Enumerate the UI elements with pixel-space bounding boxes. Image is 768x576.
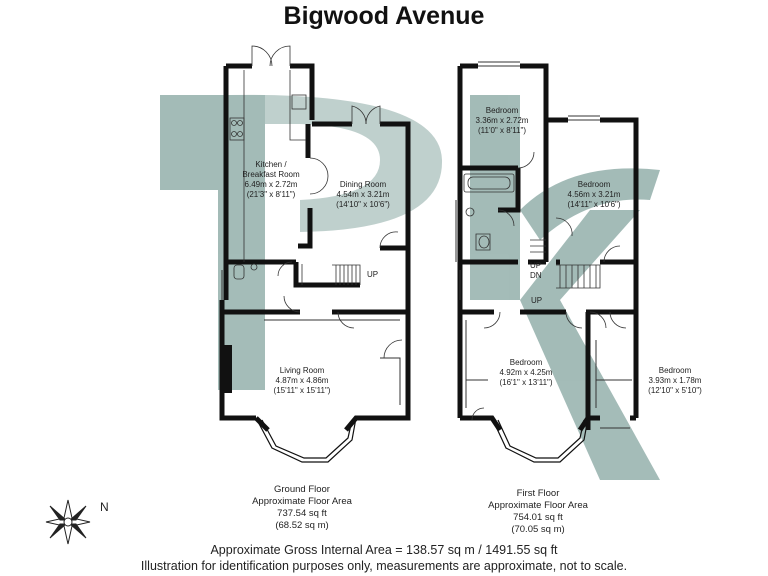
floor-area-label: Approximate Floor Area <box>488 500 588 511</box>
compass-rose-icon <box>45 499 91 545</box>
room-name: Kitchen / <box>255 160 287 169</box>
room-dim-m: 4.87m x 4.86m <box>275 376 329 385</box>
ground-bay-window <box>255 417 357 463</box>
room-dim-ft: (12'10" x 5'10") <box>648 386 702 395</box>
room-dim-m: 6.49m x 2.72m <box>244 180 298 189</box>
room-bedroom-1: Bedroom 3.36m x 2.72m (11'0" x 8'11") <box>464 106 540 136</box>
room-dim-ft: (15'11" x 15'11") <box>273 386 331 395</box>
floor-name: Ground Floor <box>274 484 330 495</box>
page-title: Bigwood Avenue <box>283 2 485 30</box>
room-dim-ft: (16'1" x 13'11") <box>499 378 553 387</box>
room-dim-m: 4.92m x 4.25m <box>499 368 553 377</box>
room-name: Bedroom <box>577 180 611 189</box>
ground-door-swings <box>251 45 403 359</box>
room-bedroom-2: Bedroom 4.56m x 3.21m (14'11" x 10'6") <box>556 180 632 210</box>
first-floor-area: First Floor Approximate Floor Area 754.0… <box>468 488 608 536</box>
floor-name: First Floor <box>516 488 560 499</box>
room-bedroom-3: Bedroom 4.92m x 4.25m (16'1" x 13'11") <box>488 358 564 388</box>
bathroom-fixtures <box>463 173 515 251</box>
room-dim-ft: (21'3" x 8'11") <box>246 190 296 199</box>
first-stairs <box>530 239 601 289</box>
room-name: Bedroom <box>509 358 543 367</box>
room-kitchen: Kitchen / Breakfast Room 6.49m x 2.72m (… <box>236 160 306 200</box>
room-name: Bedroom <box>658 366 692 375</box>
gross-internal-area: Approximate Gross Internal Area = 138.57… <box>210 543 558 557</box>
room-dim-m: 3.93m x 1.78m <box>648 376 702 385</box>
room-dim-m: 4.56m x 3.21m <box>567 190 621 199</box>
first-stair-down-label: DN <box>530 271 542 280</box>
disclaimer-text: Illustration for identification purposes… <box>140 559 628 573</box>
room-dim-ft: (11'0" x 8'11") <box>477 126 526 135</box>
room-name: Breakfast Room <box>242 170 300 179</box>
first-bay-window <box>491 417 589 463</box>
room-dining: Dining Room 4.54m x 3.21m (14'10" x 10'6… <box>322 180 404 210</box>
floor-area-sqft: 737.54 sq ft <box>277 508 327 519</box>
floor-area-sqm: (70.05 sq m) <box>511 524 565 535</box>
room-dim-ft: (14'11" x 10'6") <box>567 200 621 209</box>
floor-area-label: Approximate Floor Area <box>252 496 352 507</box>
watermark-logo <box>160 94 660 480</box>
floor-area-sqft: 754.01 sq ft <box>513 512 563 523</box>
compass-north-label: N <box>100 500 109 514</box>
floor-area-sqm: (68.52 sq m) <box>275 520 329 531</box>
ground-stairs <box>301 264 361 285</box>
room-name: Living Room <box>279 366 325 375</box>
room-dim-ft: (14'10" x 10'6") <box>336 200 390 209</box>
ground-stair-up-label: UP <box>367 270 379 279</box>
room-name: Bedroom <box>485 106 519 115</box>
ground-floor-walls <box>219 63 411 432</box>
room-bedroom-4: Bedroom 3.93m x 1.78m (12'10" x 5'10") <box>640 366 710 396</box>
room-name: Dining Room <box>339 180 387 189</box>
first-door-swings <box>471 151 627 421</box>
room-dim-m: 3.36m x 2.72m <box>475 116 529 125</box>
first-stair-up-label: UP <box>530 261 542 270</box>
first-stair-up-label-2: UP <box>531 296 543 305</box>
room-living: Living Room 4.87m x 4.86m (15'11" x 15'1… <box>262 366 342 396</box>
ground-floor-area: Ground Floor Approximate Floor Area 737.… <box>232 484 372 532</box>
kitchen-fixtures <box>229 70 307 280</box>
room-dim-m: 4.54m x 3.21m <box>336 190 390 199</box>
first-floor-walls <box>457 63 639 432</box>
